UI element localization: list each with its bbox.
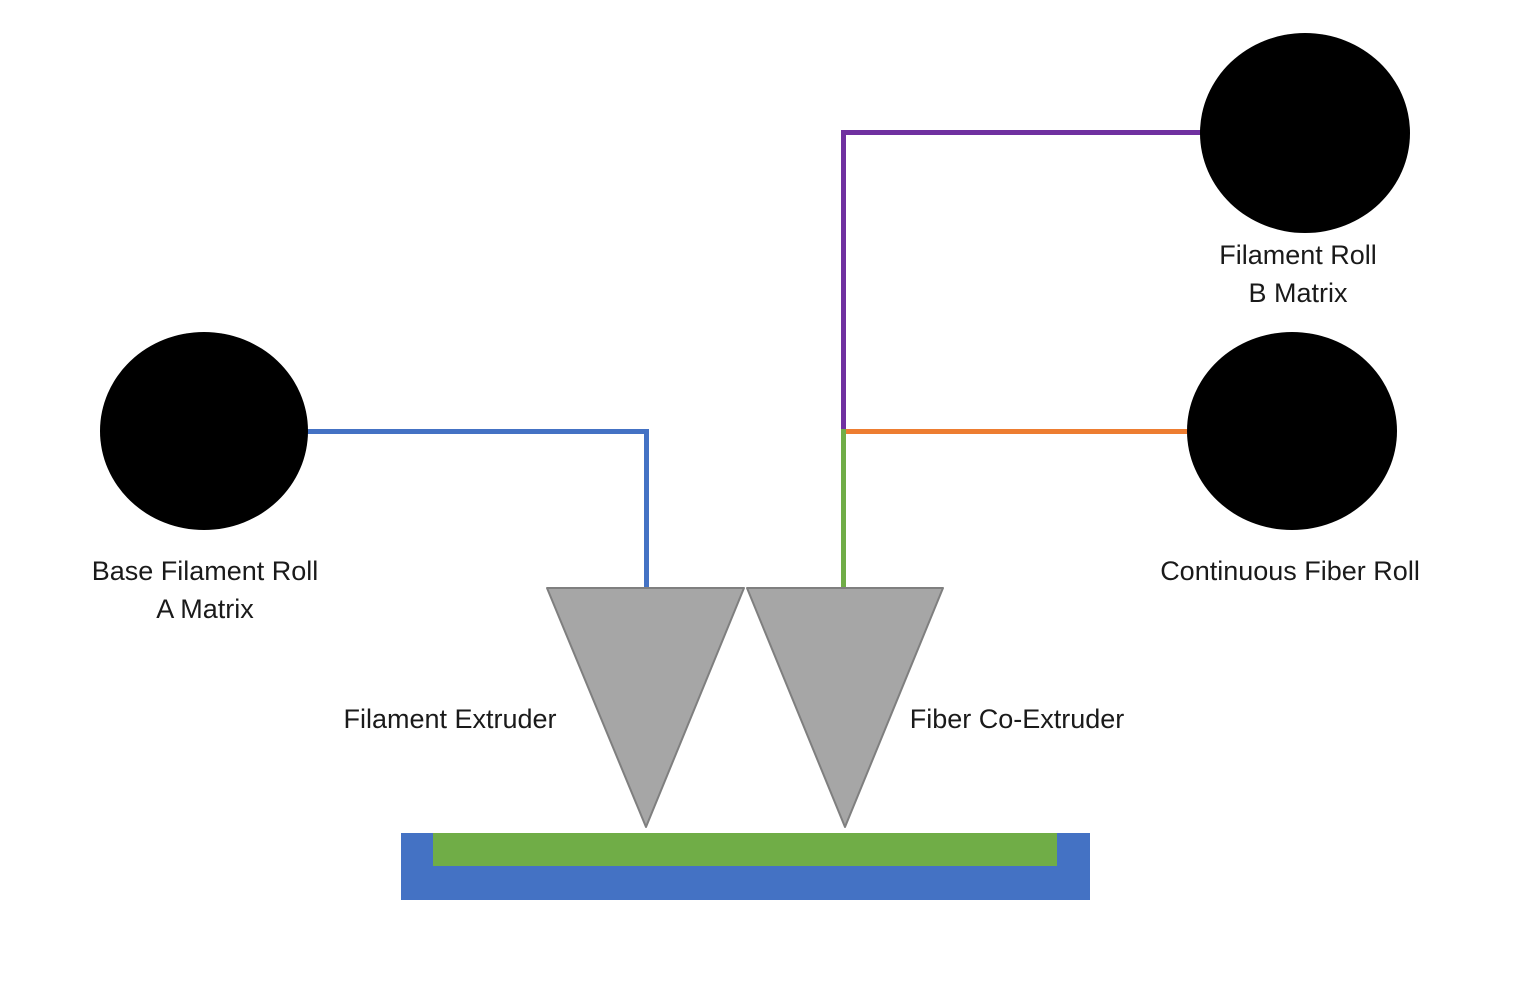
printed-part-layer: [433, 833, 1057, 866]
fiber-co-extruder-label: Fiber Co-Extruder: [909, 704, 1125, 734]
b-matrix-filament-line-vertical: [841, 130, 846, 429]
co-extrudate-line-vertical: [841, 429, 846, 588]
base-filament-roll-label-line1: Base Filament Roll: [91, 556, 319, 586]
continuous-fiber-roll-label: Continuous Fiber Roll: [1160, 556, 1420, 586]
filament-roll-b-shape: [1200, 33, 1410, 233]
base-filament-roll-label: Base Filament Roll A Matrix: [45, 552, 365, 628]
filament-roll-b-label-line2: B Matrix: [1248, 278, 1348, 308]
continuous-fiber-roll-shape: [1187, 332, 1397, 530]
base-filament-roll-label-line2: A Matrix: [156, 594, 254, 624]
filament-roll-b-label-line1: Filament Roll: [1219, 240, 1377, 270]
filament-roll-b-label: Filament Roll B Matrix: [1138, 236, 1458, 312]
base-filament-roll-shape: [100, 332, 308, 530]
filament-extruder-label: Filament Extruder: [343, 704, 557, 734]
a-matrix-filament-line-horizontal: [306, 429, 649, 434]
a-matrix-filament-line-vertical: [644, 429, 649, 588]
continuous-fiber-line-horizontal: [846, 429, 1187, 434]
b-matrix-filament-line-horizontal: [841, 130, 1201, 135]
